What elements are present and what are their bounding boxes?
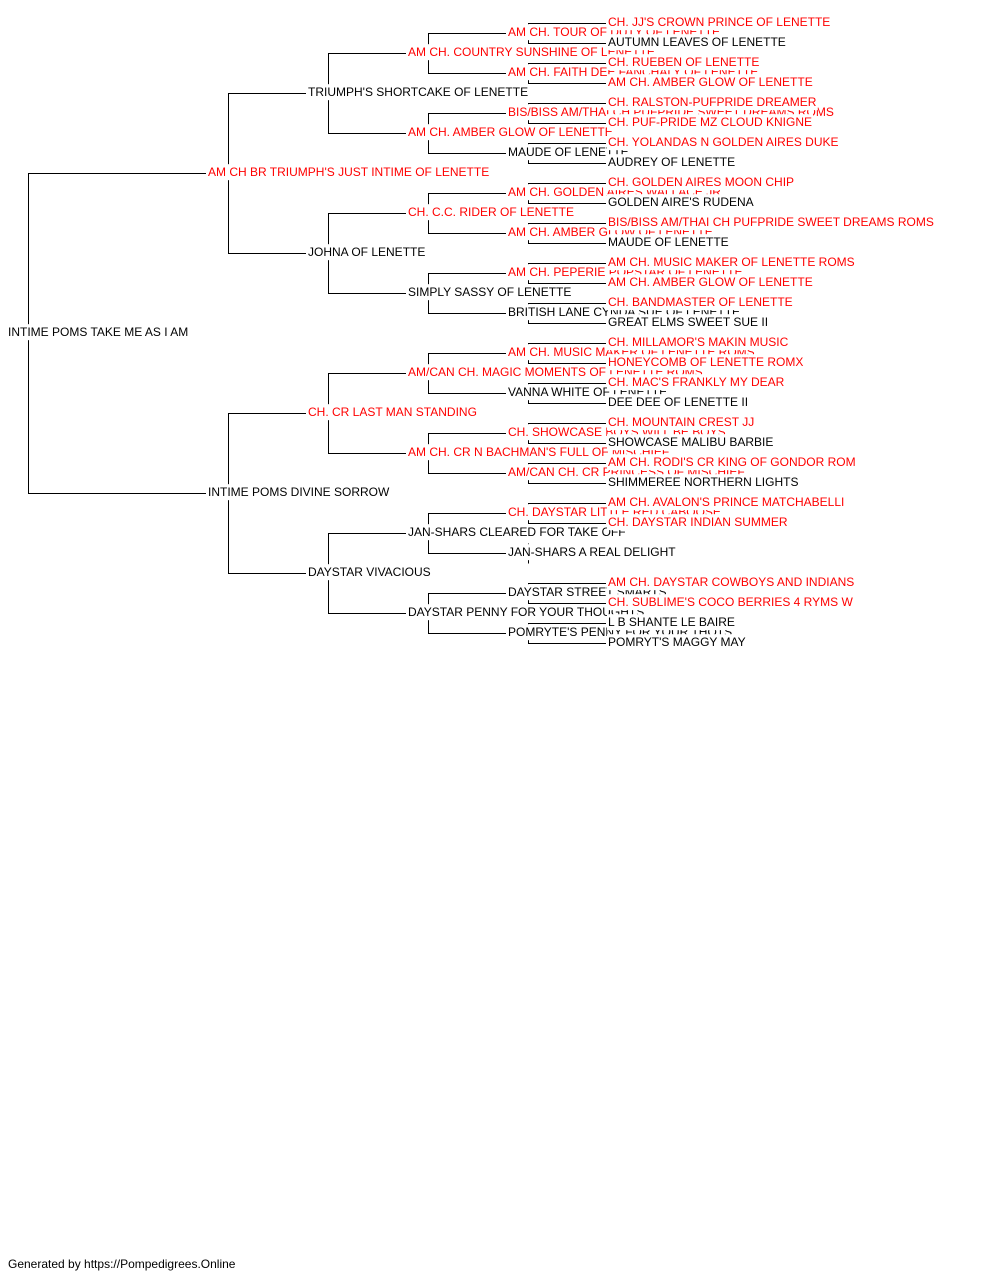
ancestor-name-gen5: AM CH. AVALON'S PRINCE MATCHABELLI [608,495,844,509]
ancestor-name-gen5: GOLDEN AIRE'S RUDENA [608,195,754,209]
label-background [607,434,775,451]
label-background [607,134,840,151]
ancestor-name-gen5: AM CH. RODI'S CR KING OF GONDOR ROM [608,455,856,469]
label-background [507,544,678,561]
ancestor-name-gen5: AUDREY OF LENETTE [608,155,735,169]
subject-dog-name: INTIME POMS TAKE ME AS I AM [8,325,188,339]
label-background [407,44,656,61]
ancestor-name-gen5: CH. JJ'S CROWN PRINCE OF LENETTE [608,15,830,29]
label-background [407,604,646,621]
ancestor-name-gen5: CH. DAYSTAR INDIAN SUMMER [608,515,788,529]
generated-by-footer: Generated by https://Pompedigrees.Online [8,1257,236,1271]
ancestor-name-gen2: DAYSTAR VIVACIOUS [308,565,431,579]
label-background [607,214,935,231]
label-background [607,374,786,391]
ancestor-name-gen5: CH. MILLAMOR'S MAKIN MUSIC [608,335,789,349]
label-background [607,54,761,71]
ancestor-name-gen5: GREAT ELMS SWEET SUE II [608,315,768,329]
label-background [407,204,576,221]
ancestor-name-gen3: AM CH. COUNTRY SUNSHINE OF LENETTE [408,45,655,59]
ancestor-name-gen5: AM CH. AMBER GLOW OF LENETTE [608,75,813,89]
ancestor-name-gen3: CH. C.C. RIDER OF LENETTE [408,205,574,219]
ancestor-name-gen5: AM CH. DAYSTAR COWBOYS AND INDIANS [608,575,854,589]
ancestor-name-gen2: CH. CR LAST MAN STANDING [308,405,477,419]
ancestor-name-gen5: CH. SUBLIME'S COCO BERRIES 4 RYMS W [608,595,853,609]
ancestor-name-gen1: AM CH BR TRIUMPH'S JUST INTIME OF LENETT… [208,165,489,179]
ancestor-name-gen5: SHIMMEREE NORTHERN LIGHTS [608,475,798,489]
label-background [307,404,478,421]
ancestor-name-gen4: JAN-SHARS A REAL DELIGHT [508,545,676,559]
pedigree-name-labels: INTIME POMS TAKE ME AS I AM AM CH BR TRIU… [7,14,935,651]
label-background [607,514,789,531]
label-background [607,254,856,271]
label-background [607,14,832,31]
ancestor-name-gen5: HONEYCOMB OF LENETTE ROMX [608,355,803,369]
label-background [407,444,671,461]
ancestor-name-gen5: CH. YOLANDAS N GOLDEN AIRES DUKE [608,135,839,149]
label-background [207,164,491,181]
label-background [607,194,755,211]
ancestor-name-gen5: BIS/BISS AM/THAI CH PUFPRIDE SWEET DREAM… [608,215,934,229]
label-background [607,454,857,471]
ancestor-name-gen2: JOHNA OF LENETTE [308,245,425,259]
ancestor-name-gen5: AUTUMN LEAVES OF LENETTE [608,35,786,49]
label-background [607,74,814,91]
label-background [607,174,796,191]
label-background [407,284,573,301]
label-background [607,294,794,311]
label-background [607,274,814,291]
ancestor-name-gen5: CH. BANDMASTER OF LENETTE [608,295,793,309]
label-background [607,114,814,131]
ancestor-name-gen5: MAUDE OF LENETTE [608,235,729,249]
label-background [307,84,530,101]
ancestor-name-gen3: SIMPLY SASSY OF LENETTE [408,285,571,299]
ancestor-name-gen3: JAN-SHARS CLEARED FOR TAKE OFF [408,525,626,539]
ancestor-name-gen5: AM CH. MUSIC MAKER OF LENETTE ROMS [608,255,855,269]
ancestor-name-gen5: CH. RALSTON-PUFPRIDE DREAMER [608,95,817,109]
ancestor-name-gen3: DAYSTAR PENNY FOR YOUR THOUGHTS [408,605,644,619]
label-background [607,94,818,111]
ancestor-name-gen5: DEE DEE OF LENETTE II [608,395,748,409]
label-background [607,234,730,251]
label-background [307,564,432,581]
label-background [607,154,737,171]
label-background [7,324,190,341]
ancestor-name-gen5: SHOWCASE MALIBU BARBIE [608,435,773,449]
label-background [607,394,750,411]
label-background [607,474,800,491]
label-background [207,484,392,501]
ancestor-name-gen5: POMRYT'S MAGGY MAY [608,635,746,649]
label-background [607,494,846,511]
label-background [607,354,805,371]
label-background [407,524,627,541]
label-background [607,574,856,591]
ancestor-name-gen5: CH. PUF-PRIDE MZ CLOUD KNIGNE [608,115,812,129]
label-background [607,34,787,51]
label-background [307,244,427,261]
ancestor-name-gen5: CH. MOUNTAIN CREST JJ [608,415,754,429]
ancestor-name-gen5: CH. GOLDEN AIRES MOON CHIP [608,175,794,189]
label-background [507,144,630,161]
label-background [607,334,790,351]
label-background [607,414,756,431]
ancestor-name-gen3: AM CH. CR N BACHMAN'S FULL OF MISCHIEF [408,445,669,459]
ancestor-name-gen5: L B SHANTE LE BAIRE [608,615,735,629]
label-background [607,634,747,651]
ancestor-name-gen5: CH. MAC'S FRANKLY MY DEAR [608,375,785,389]
label-background [607,614,736,631]
ancestor-name-gen1: INTIME POMS DIVINE SORROW [208,485,390,499]
ancestor-name-gen2: TRIUMPH'S SHORTCAKE OF LENETTE [308,85,528,99]
ancestor-name-gen3: AM CH. AMBER GLOW OF LENETTE [408,125,613,139]
ancestor-name-gen5: AM CH. AMBER GLOW OF LENETTE [608,275,813,289]
label-background [607,314,770,331]
label-background [407,124,614,141]
ancestor-name-gen4: MAUDE OF LENETTE [508,145,629,159]
label-background [607,594,855,611]
ancestor-name-gen5: CH. RUEBEN OF LENETTE [608,55,759,69]
